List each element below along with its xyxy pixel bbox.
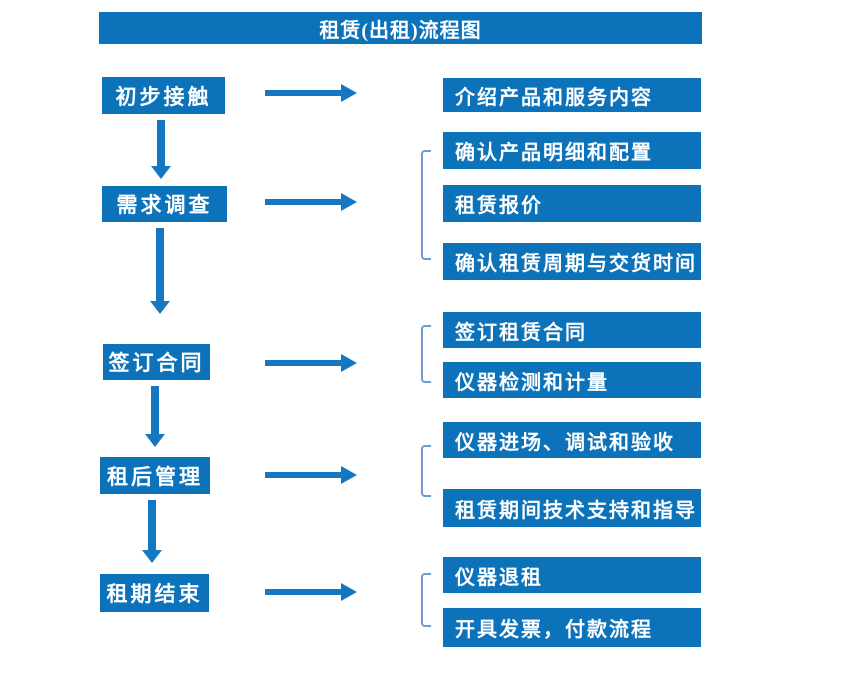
arrow-head-icon bbox=[142, 550, 162, 563]
down-arrow-1 bbox=[150, 120, 172, 179]
down-arrow-3 bbox=[144, 386, 166, 447]
right-arrow-lease-end bbox=[265, 583, 357, 601]
detail-box-instrument-arrival-debug-acceptance: 仪器进场、调试和验收 bbox=[443, 422, 701, 458]
step-box-sign-contract: 签订合同 bbox=[103, 344, 210, 380]
arrow-head-icon bbox=[341, 193, 357, 211]
bracket-demand-survey-group bbox=[421, 150, 431, 260]
detail-box-invoice-payment-process: 开具发票，付款流程 bbox=[443, 608, 701, 647]
bracket-sign-contract-group bbox=[421, 325, 431, 383]
arrow-shaft bbox=[265, 360, 341, 366]
arrow-shaft bbox=[265, 589, 341, 595]
arrow-head-icon bbox=[150, 301, 170, 314]
arrow-shaft bbox=[265, 199, 341, 205]
arrow-shaft bbox=[156, 228, 164, 302]
arrow-head-icon bbox=[341, 583, 357, 601]
step-box-post-rental-management: 租后管理 bbox=[100, 457, 210, 494]
arrow-shaft bbox=[157, 120, 165, 167]
arrow-head-icon bbox=[145, 434, 165, 447]
detail-box-instrument-return: 仪器退租 bbox=[443, 557, 701, 593]
detail-box-sign-rental-contract: 签订租赁合同 bbox=[443, 312, 701, 348]
bracket-lease-end-group bbox=[421, 573, 431, 627]
right-arrow-post-rental-management bbox=[265, 466, 357, 484]
arrow-head-icon bbox=[341, 84, 357, 102]
arrow-head-icon bbox=[341, 466, 357, 484]
step-box-initial-contact: 初步接触 bbox=[102, 77, 225, 114]
bracket-post-rental-group bbox=[421, 445, 431, 497]
down-arrow-4 bbox=[141, 500, 163, 563]
down-arrow-2 bbox=[149, 228, 171, 314]
detail-box-intro-products-services: 介绍产品和服务内容 bbox=[443, 78, 701, 112]
detail-box-confirm-rental-period-delivery: 确认租赁周期与交货时间 bbox=[443, 243, 701, 280]
page-title: 租赁(出租)流程图 bbox=[99, 12, 702, 44]
arrow-head-icon bbox=[151, 166, 171, 179]
arrow-shaft bbox=[151, 386, 159, 435]
detail-box-rental-period-tech-support: 租赁期间技术支持和指导 bbox=[443, 489, 701, 527]
detail-box-confirm-product-details-config: 确认产品明细和配置 bbox=[443, 132, 701, 169]
arrow-shaft bbox=[265, 472, 341, 478]
step-box-demand-survey: 需求调查 bbox=[102, 186, 227, 222]
step-box-lease-end: 租期结束 bbox=[100, 574, 209, 612]
detail-box-rental-quotation: 租赁报价 bbox=[443, 185, 701, 222]
arrow-shaft bbox=[148, 500, 156, 551]
right-arrow-initial-contact bbox=[265, 84, 357, 102]
arrow-shaft bbox=[265, 90, 341, 96]
right-arrow-sign-contract bbox=[265, 354, 357, 372]
right-arrow-demand-survey bbox=[265, 193, 357, 211]
detail-box-instrument-inspection-calibration: 仪器检测和计量 bbox=[443, 362, 701, 398]
arrow-head-icon bbox=[341, 354, 357, 372]
